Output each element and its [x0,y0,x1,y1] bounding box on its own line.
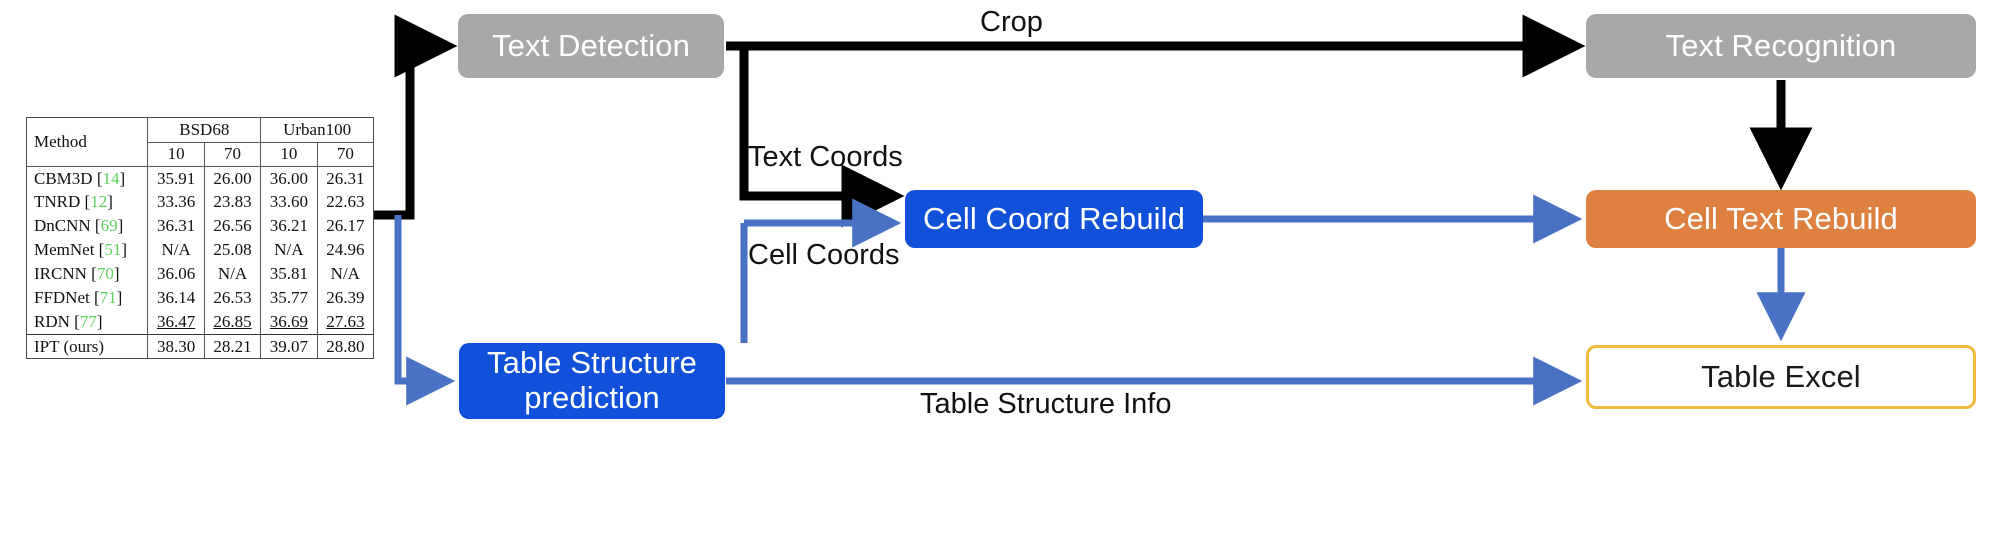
header-method: Method [27,118,148,167]
cell-value: 26.31 [316,166,373,190]
cell-value: 26.85 [203,310,261,334]
node-table-structure-line2: prediction [524,380,660,415]
cell-value: 35.91 [147,166,205,190]
cell-value: 22.63 [316,190,373,214]
edge-label-cell-coords: Cell Coords [748,239,900,271]
cell-method: CBM3D [14] [34,168,126,188]
node-table-structure-line1: Table Structure [487,345,697,381]
table-header-row-subcols: 10 70 10 70 [27,142,373,167]
header-group-0: BSD68 [147,118,261,143]
node-text-detection[interactable]: Text Detection [458,14,724,78]
node-text-recognition[interactable]: Text Recognition [1586,14,1976,78]
cell-value: 36.31 [147,214,205,238]
cell-value: 36.06 [147,262,205,286]
table-header-row-groups: Method BSD68 Urban100 [27,118,373,167]
cell-value: 36.14 [147,286,205,310]
cell-value: 26.17 [316,214,373,238]
cell-value: 36.00 [260,166,318,190]
paper-table-figure: Method BSD68 Urban100 10 70 10 70 CBM3D … [26,117,374,359]
node-table-structure-prediction[interactable]: Table Structure prediction [459,343,725,419]
cell-value: 39.07 [260,334,318,358]
cell-value: 36.69 [260,310,318,334]
cell-value: 23.83 [203,190,261,214]
cell-value: 36.21 [260,214,318,238]
cell-value: 38.30 [147,334,205,358]
cell-value: 33.60 [260,190,318,214]
header-sub-1-0: 10 [260,142,318,167]
cell-value: 33.36 [147,190,205,214]
header-sub-1-1: 70 [316,142,373,167]
cell-method: IRCNN [70] [34,264,120,284]
cell-value: 35.77 [260,286,318,310]
cell-value: N/A [203,262,261,286]
cell-value: N/A [316,262,373,286]
cell-value: 35.81 [260,262,318,286]
cell-value: 26.00 [203,166,261,190]
node-cell-coord-rebuild[interactable]: Cell Coord Rebuild [905,190,1203,248]
cell-value: 24.96 [316,238,373,262]
cell-value: 25.08 [203,238,261,262]
cell-method: TNRD [12] [34,192,113,212]
cell-value: 26.39 [316,286,373,310]
cell-value: 28.80 [316,334,373,358]
edge-label-table-structure-info: Table Structure Info [920,388,1172,420]
header-group-1: Urban100 [260,118,373,143]
cell-value: 27.63 [316,310,373,334]
node-table-excel[interactable]: Table Excel [1586,345,1976,409]
cell-value: 26.53 [203,286,261,310]
node-cell-text-rebuild[interactable]: Cell Text Rebuild [1586,190,1976,248]
cell-value: N/A [147,238,205,262]
cell-value: 36.47 [147,310,205,334]
cell-value: N/A [260,238,318,262]
edge-label-text-coords: Text Coords [748,141,903,173]
cell-method: RDN [77] [34,312,103,332]
results-table: Method BSD68 Urban100 10 70 10 70 CBM3D … [27,118,373,358]
cell-method: IPT (ours) [34,336,105,356]
edge-label-crop: Crop [980,6,1043,38]
header-sub-0-0: 10 [147,142,205,167]
header-sub-0-1: 70 [203,142,261,167]
cell-method: MemNet [51] [34,240,128,260]
cell-method: FFDNet [71] [34,288,123,308]
cell-value: 28.21 [203,334,261,358]
cell-method: DnCNN [69] [34,216,124,236]
cell-value: 26.56 [203,214,261,238]
